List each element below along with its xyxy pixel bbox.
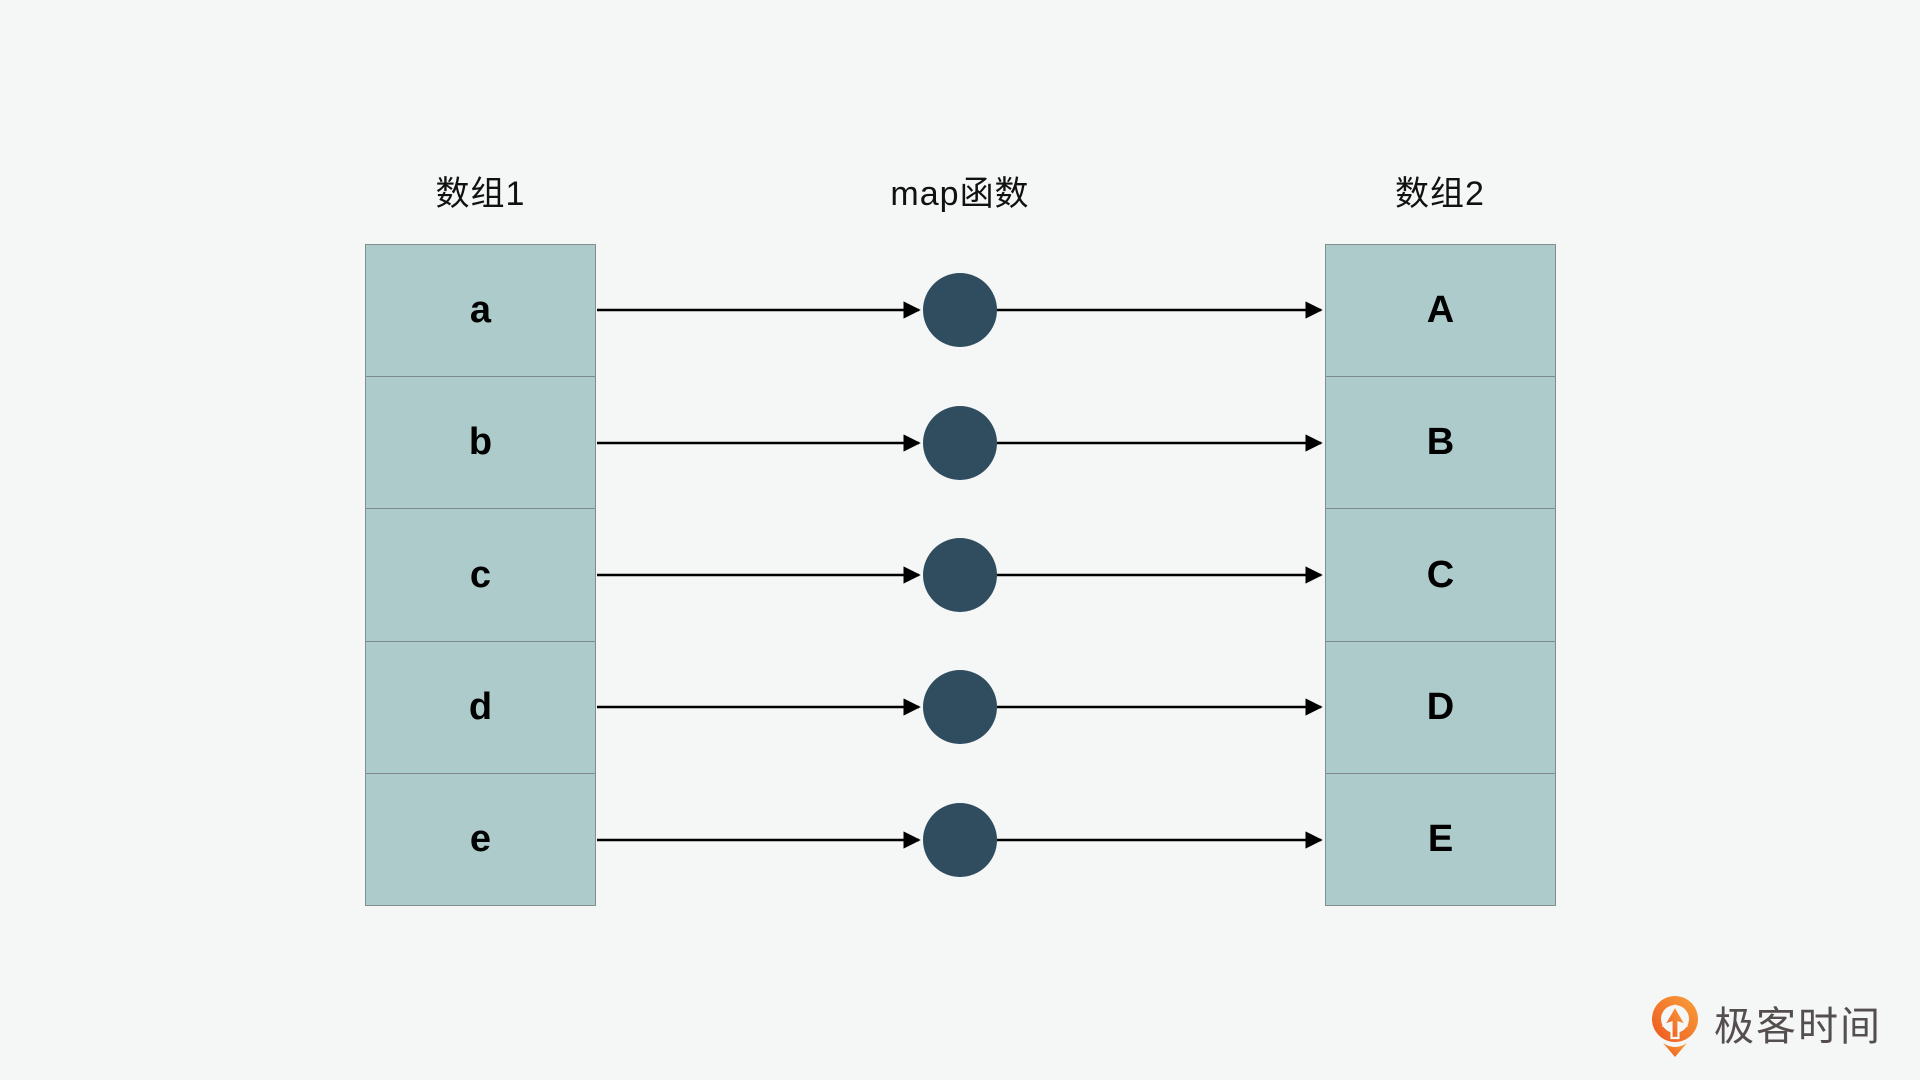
- cell-label: C: [1426, 553, 1455, 596]
- cell-label: e: [469, 817, 492, 860]
- cell-label: c: [469, 553, 492, 596]
- array2-cell: C: [1326, 508, 1555, 640]
- array2-cell: D: [1326, 640, 1555, 773]
- geektime-logo-text: 极客时间: [1714, 1005, 1882, 1049]
- title-array1: 数组1: [435, 175, 526, 213]
- map-function-circle: [923, 670, 997, 744]
- array1-cell: d: [366, 640, 595, 773]
- geektime-logo: 极客时间: [1650, 994, 1882, 1060]
- array1-cell: c: [366, 508, 595, 640]
- array2-column: A B C D E: [1325, 244, 1556, 906]
- map-function-circle: [923, 273, 997, 347]
- array2-cell: B: [1326, 376, 1555, 508]
- array2-cell: A: [1326, 245, 1555, 376]
- map-row-connector: [597, 273, 1323, 347]
- cell-label: a: [469, 289, 492, 332]
- cell-label: E: [1427, 817, 1454, 860]
- title-array2: 数组2: [1395, 175, 1485, 213]
- map-row-connector: [597, 803, 1323, 877]
- geektime-pin-icon: [1652, 996, 1698, 1057]
- array2-cell: E: [1326, 772, 1555, 905]
- map-row-connector: [597, 538, 1323, 612]
- cell-label: b: [468, 421, 493, 464]
- map-function-circle: [923, 538, 997, 612]
- map-function-circle: [923, 406, 997, 480]
- cell-label: B: [1426, 421, 1455, 464]
- map-function-circle: [923, 803, 997, 877]
- array1-column: a b c d e: [365, 244, 596, 906]
- map-row-connector: [597, 670, 1323, 744]
- cell-label: d: [468, 685, 493, 728]
- title-map-function: map函数: [890, 175, 1030, 213]
- array1-cell: a: [366, 245, 595, 376]
- cell-label: A: [1426, 289, 1455, 332]
- map-row-connector: [597, 406, 1323, 480]
- array1-cell: e: [366, 772, 595, 905]
- array1-cell: b: [366, 376, 595, 508]
- cell-label: D: [1426, 685, 1455, 728]
